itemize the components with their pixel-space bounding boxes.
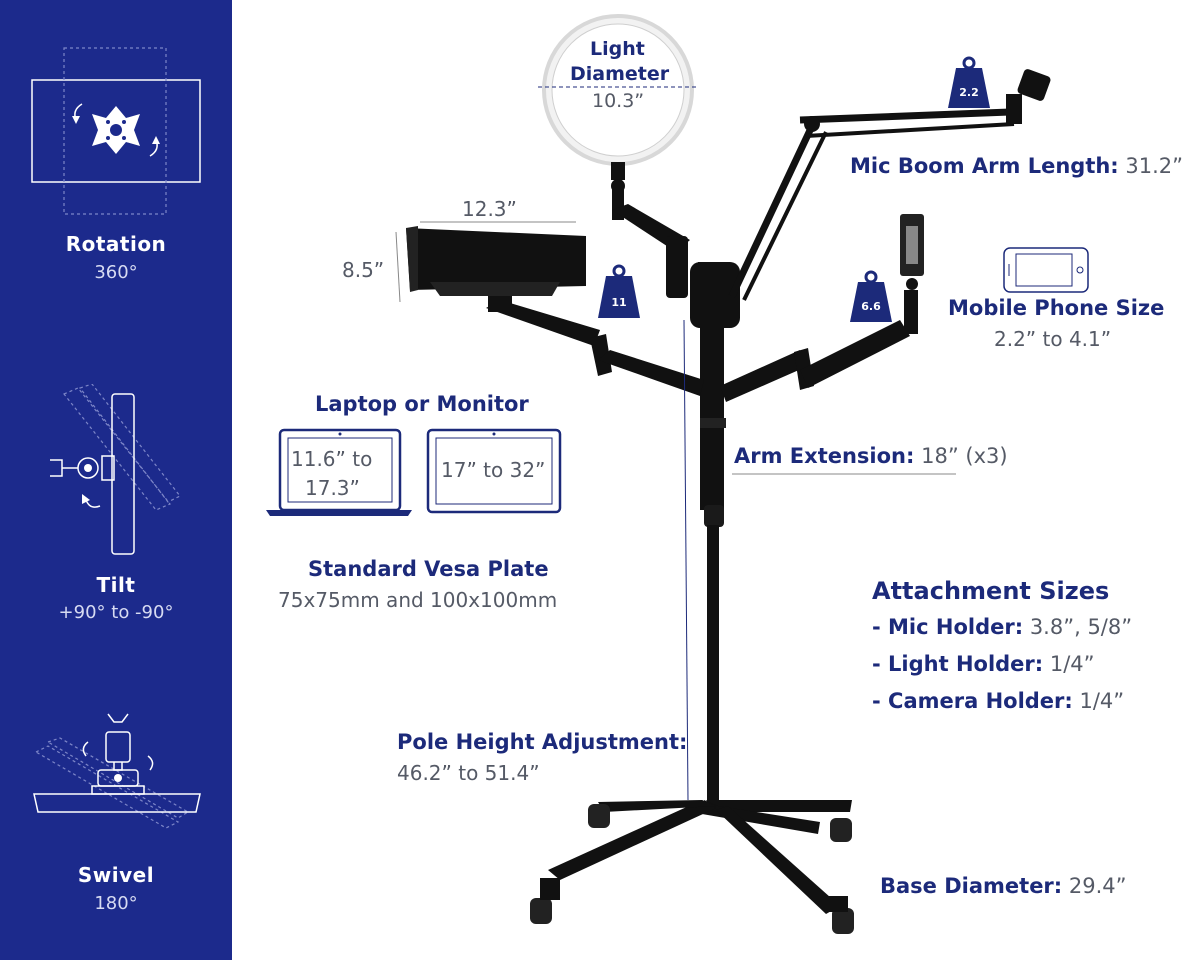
weight-phone-text: 6.6: [861, 300, 881, 313]
pole: [698, 262, 726, 807]
tray-width: 12.3”: [462, 197, 517, 221]
swivel-icon: [33, 713, 201, 829]
light-diameter-title-1: Light: [590, 38, 645, 60]
vesa-title: Standard Vesa Plate: [308, 557, 549, 581]
laptop-size-line1: 11.6” to: [291, 447, 373, 471]
attachment-mic-value: 3.8”, 5/8”: [1029, 615, 1133, 639]
rotation-label: Rotation: [65, 232, 167, 256]
weight-badge-tray: 11: [598, 264, 640, 318]
arm-extension-value: 18”: [921, 444, 959, 468]
ring-light: [538, 14, 698, 220]
arm-extension-multiplier: (x3): [965, 444, 1008, 468]
tilt-icon: [50, 384, 181, 555]
mobile-phone-value: 2.2” to 4.1”: [994, 327, 1112, 351]
mic-boom-label: Mic Boom Arm Length:: [850, 154, 1119, 178]
attachment-item-light: - Light Holder: 1/4”: [872, 652, 1095, 676]
weight-badge-phone: 6.6: [850, 270, 892, 322]
attachment-camera-label: - Camera Holder:: [872, 689, 1073, 713]
light-diameter-title-2: Diameter: [570, 63, 670, 85]
base-diameter-label: Base Diameter:: [880, 874, 1063, 898]
laptop-tray: [406, 226, 586, 296]
base: [530, 800, 854, 934]
rotation-icon: [31, 47, 201, 215]
tray-arm: [486, 282, 704, 396]
attachment-light-label: - Light Holder:: [872, 652, 1044, 676]
weight-mic-text: 2.2: [959, 86, 979, 99]
mic-boom-length: Mic Boom Arm Length: 31.2”: [850, 154, 1183, 178]
arm-extension: Arm Extension: 18” (x3): [734, 444, 1008, 468]
light-arm: [612, 204, 690, 298]
tray-height: 8.5”: [342, 258, 385, 282]
attachment-item-camera: - Camera Holder: 1/4”: [872, 689, 1124, 713]
weight-tray-text: 11: [611, 296, 626, 309]
attachment-item-mic: - Mic Holder: 3.8”, 5/8”: [872, 615, 1132, 639]
swivel-value: 180°: [94, 893, 138, 914]
stand-illustration: 11 6.6 2.2: [266, 14, 1089, 934]
tilt-label: Tilt: [96, 573, 136, 597]
laptop-size-line2: 17.3”: [305, 476, 360, 500]
attachment-camera-value: 1/4”: [1079, 689, 1125, 713]
arm-extension-label: Arm Extension:: [734, 444, 915, 468]
monitor-icon: [426, 428, 562, 514]
pole-height-title: Pole Height Adjustment:: [397, 730, 688, 754]
monitor-size: 17” to 32”: [441, 458, 546, 482]
light-diameter-value: 10.3”: [592, 90, 645, 112]
phone-icon: [1003, 247, 1089, 293]
tilt-value: +90° to -90°: [58, 602, 174, 623]
attachment-sizes-title: Attachment Sizes: [872, 577, 1110, 605]
laptop-icon: [266, 428, 412, 516]
mic-boom-value: 31.2”: [1125, 154, 1184, 178]
attachment-light-value: 1/4”: [1049, 652, 1095, 676]
laptop-monitor-title: Laptop or Monitor: [315, 392, 529, 416]
rotation-value: 360°: [94, 262, 138, 283]
vesa-value: 75x75mm and 100x100mm: [278, 588, 558, 612]
phone-arm: [720, 214, 924, 402]
feature-sidebar: Rotation 360° Tilt +90° to -90° Swivel: [0, 0, 232, 960]
attachment-mic-label: - Mic Holder:: [872, 615, 1024, 639]
pole-height-value: 46.2” to 51.4”: [397, 761, 540, 785]
swivel-label: Swivel: [77, 863, 155, 887]
weight-badge-mic: 2.2: [948, 56, 990, 108]
mobile-phone-label: Mobile Phone Size: [948, 296, 1165, 320]
base-diameter: Base Diameter: 29.4”: [880, 874, 1127, 898]
base-diameter-value: 29.4”: [1068, 874, 1127, 898]
